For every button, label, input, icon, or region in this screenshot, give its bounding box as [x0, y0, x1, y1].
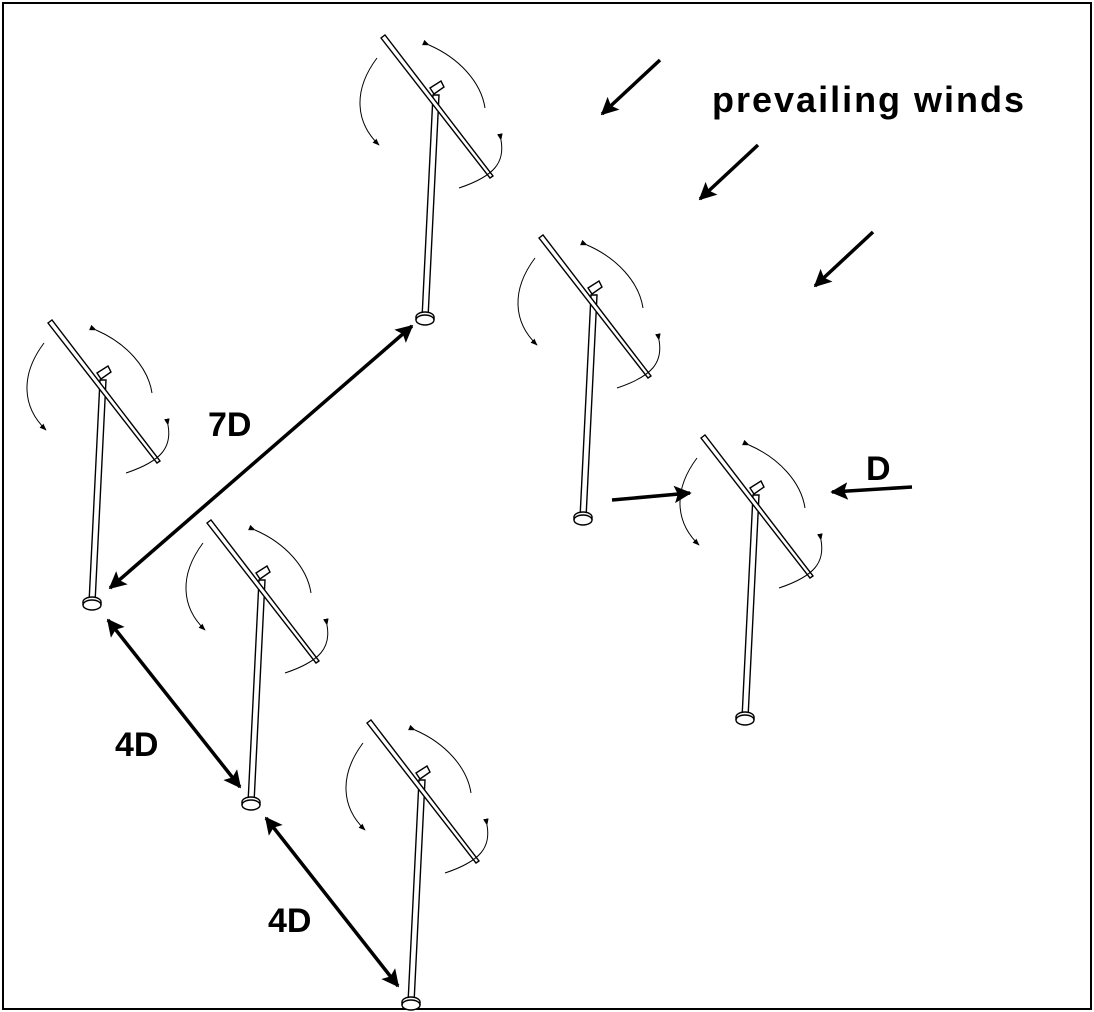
turbine-front-left-3 — [346, 720, 488, 1010]
spacing-7d-arrow — [108, 324, 414, 590]
wind-arrow-1 — [600, 58, 662, 116]
turbine-right — [680, 435, 822, 725]
spacing-4d-arrow-1 — [106, 618, 242, 789]
wind-arrow-3 — [813, 230, 875, 288]
spacing-4d-label-2: 4D — [268, 902, 311, 940]
wind-arrow-2 — [698, 143, 760, 201]
turbine-front-left-2 — [186, 520, 328, 810]
spacing-7d-label: 7D — [208, 406, 251, 444]
diameter-arrow-right — [830, 482, 913, 500]
prevailing-winds-label: prevailing winds — [712, 79, 1026, 120]
turbine-back-middle — [518, 235, 660, 525]
turbine-front-left-1 — [27, 320, 169, 610]
turbine-back-left — [360, 35, 502, 325]
spacing-4d-label-1: 4D — [115, 726, 158, 764]
rotor-diameter-label: D — [866, 450, 891, 488]
spacing-4d-arrow-2 — [264, 816, 400, 988]
wind-arrows — [600, 58, 875, 288]
diameter-arrow-left — [611, 485, 692, 504]
